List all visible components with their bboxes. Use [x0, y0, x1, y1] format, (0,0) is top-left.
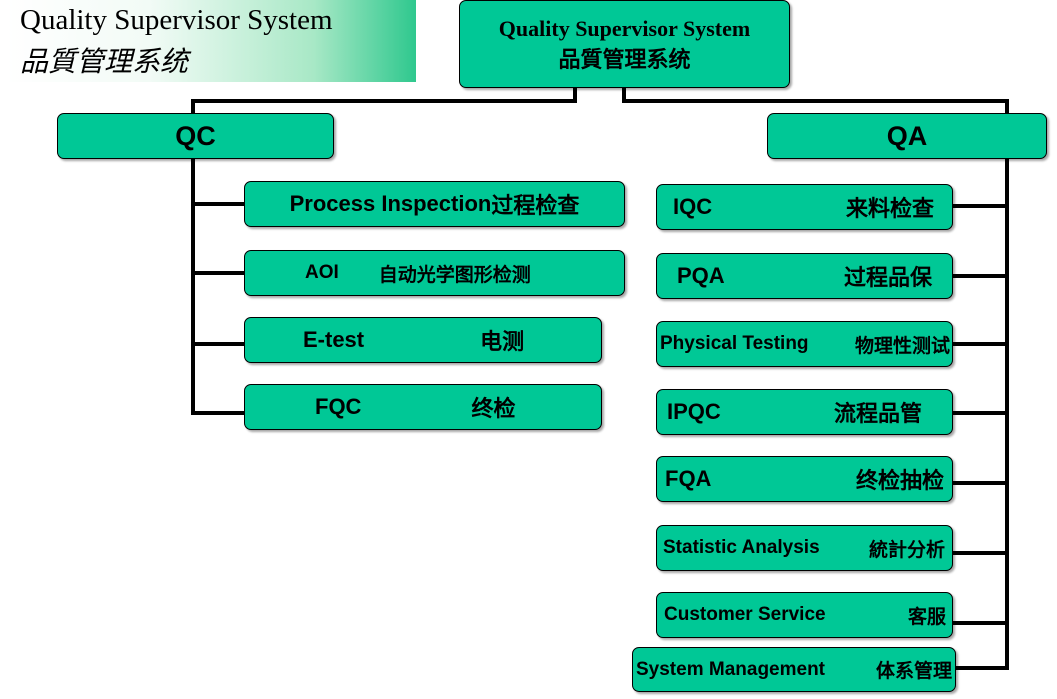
qc-child-en: Process Inspection	[289, 191, 492, 216]
qa-child-statistic-analysis: Statistic Analysis 統計分析	[656, 525, 953, 571]
qa-node: QA	[767, 113, 1047, 159]
qc-child-cn: 过程检查	[491, 193, 580, 218]
qa-child-en: FQA	[665, 466, 712, 491]
qa-child-en: Physical Testing	[660, 333, 809, 354]
qc-child-cn: 电测	[480, 329, 525, 354]
qa-child-cn: 客服	[907, 606, 946, 628]
connector-root-qc	[191, 86, 577, 116]
qa-child-en: IQC	[673, 194, 713, 219]
qa-child-en: System Management	[636, 658, 826, 680]
qc-child-fqc: FQC 终检	[244, 384, 602, 430]
qa-child-physical-testing: Physical Testing 物理性测试	[656, 321, 953, 367]
qa-child-en: PQA	[677, 263, 725, 288]
qc-child-e-test: E-test 电测	[244, 317, 602, 363]
root-node-cn: 品質管理系统	[558, 47, 691, 72]
qc-child-cn: 自动光学图形检测	[378, 264, 531, 286]
qc-child-aoi: AOI 自动光学图形检测	[244, 250, 625, 296]
qa-child-cn: 流程品管	[833, 401, 922, 426]
qa-child-en: Statistic Analysis	[663, 537, 820, 558]
qa-child-cn: 体系管理	[875, 661, 952, 682]
qa-child-cn: 来料检查	[845, 196, 934, 221]
qa-child-en: Customer Service	[664, 604, 826, 625]
banner-subtitle: 品質管理系统	[20, 47, 189, 78]
qa-child-cn: 终检抽检	[855, 468, 944, 493]
qa-child-fqa: FQA 终检抽检	[656, 456, 953, 502]
qa-child-system-management: System Management 体系管理	[632, 647, 956, 692]
qc-child-en: FQC	[315, 394, 362, 419]
banner-title: Quality Supervisor System	[20, 4, 333, 36]
qa-child-pqa: PQA 过程品保	[656, 253, 953, 299]
qc-node: QC	[57, 113, 334, 159]
qa-child-cn: 物理性测试	[854, 335, 950, 357]
qc-node-label: QC	[175, 120, 216, 151]
root-node-en: Quality Supervisor System	[498, 16, 751, 41]
qa-child-cn: 統計分析	[868, 539, 945, 561]
qa-child-customer-service: Customer Service 客服	[656, 592, 953, 638]
qa-node-label: QA	[886, 120, 928, 151]
qa-child-ipqc: IPQC 流程品管	[656, 389, 953, 435]
title-banner: Quality Supervisor System 品質管理系统	[6, 0, 416, 82]
qa-child-cn: 过程品保	[843, 265, 932, 290]
qc-child-cn: 终检	[471, 396, 516, 421]
qc-child-en: AOI	[305, 262, 339, 283]
root-node: Quality Supervisor System 品質管理系统	[459, 0, 790, 88]
qa-child-iqc: IQC 来料检查	[656, 184, 953, 230]
qa-child-en: IPQC	[667, 399, 721, 424]
connector-root-qa	[622, 86, 1009, 116]
qc-child-en: E-test	[303, 327, 365, 352]
